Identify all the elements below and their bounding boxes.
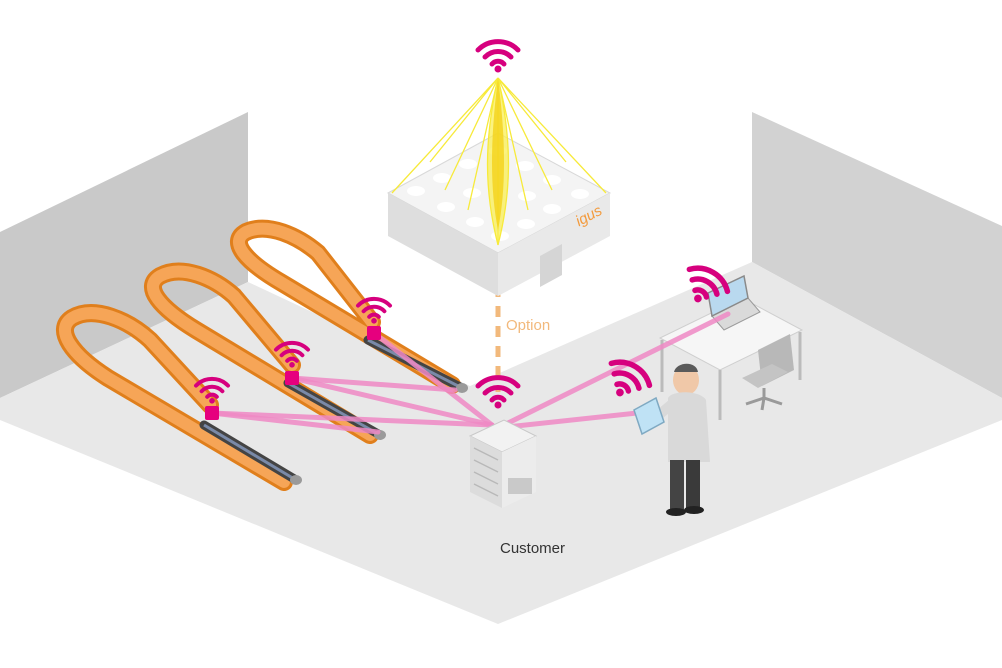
link-chain3-hub [371,330,495,428]
signal-links [209,311,731,435]
customer-label: Customer [500,540,566,557]
building-left-side [388,193,498,296]
igus-building: igus [386,77,612,296]
link-hub-laptop [495,311,731,431]
chair-icon [742,334,794,411]
energy-chain-1 [56,304,302,491]
link-chain1-hub [209,410,495,428]
option-label: Option [506,317,551,334]
energy-chain-2 [144,262,386,444]
server-icon [468,419,538,508]
link-chain2-hub [289,375,495,428]
building-right-side [498,193,610,296]
link-chain2-rail [289,375,458,393]
sensor-1 [205,406,219,420]
link-hub-tablet [495,409,649,431]
sensor-modules [205,326,381,420]
wifi-icon [478,42,518,73]
sensor-3 [367,326,381,340]
workstation [658,274,804,420]
right-wall [752,112,1002,398]
building-windows [407,146,589,241]
tablet-icon [633,396,665,436]
building-door [540,244,562,287]
signal-beam [391,77,607,246]
laptop-icon [707,274,761,331]
link-chain1-rail [209,410,381,435]
sensor-2 [285,371,299,385]
